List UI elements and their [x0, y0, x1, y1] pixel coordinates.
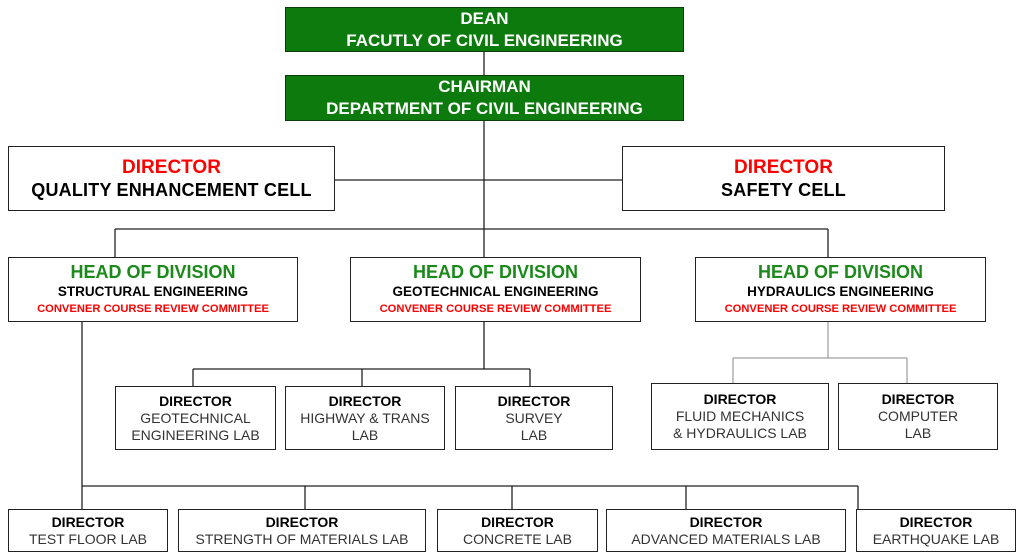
- fluid-mechanics-lab-box: DIRECTOR FLUID MECHANICS & HYDRAULICS LA…: [651, 383, 829, 450]
- qec-director-box: DIRECTOR QUALITY ENHANCEMENT CELL: [8, 146, 335, 211]
- lab-name-line2: & HYDRAULICS LAB: [673, 425, 807, 441]
- safety-director-box: DIRECTOR SAFETY CELL: [622, 146, 945, 211]
- lab-name: ADVANCED MATERIALS LAB: [631, 530, 821, 547]
- division-name: STRUCTURAL ENGINEERING: [57, 284, 249, 299]
- division-hydraulics-box: HEAD OF DIVISION HYDRAULICS ENGINEERING …: [695, 257, 986, 322]
- division-name: HYDRAULICS ENGINEERING: [747, 284, 934, 299]
- lab-director-title: DIRECTOR: [689, 513, 763, 530]
- lab-director-title: DIRECTOR: [481, 513, 554, 530]
- test-floor-lab-box: DIRECTOR TEST FLOOR LAB: [8, 509, 168, 552]
- dean-box: DEAN FACUTLY OF CIVIL ENGINEERING: [285, 7, 684, 52]
- division-head-title: HEAD OF DIVISION: [757, 262, 923, 282]
- chairman-title: CHAIRMAN: [438, 77, 531, 96]
- division-committee: CONVENER COURSE REVIEW COMMITTEE: [724, 303, 957, 315]
- lab-name-line1: GEOTECHNICAL: [140, 409, 251, 426]
- lab-director-title: DIRECTOR: [899, 513, 973, 530]
- division-committee: CONVENER COURSE REVIEW COMMITTEE: [37, 303, 269, 315]
- lab-name: EARTHQUAKE LAB: [872, 530, 1000, 547]
- highway-trans-lab-box: DIRECTOR HIGHWAY & TRANS LAB: [285, 386, 445, 450]
- safety-name: SAFETY CELL: [721, 179, 846, 200]
- lab-name-line2: LAB: [520, 426, 548, 443]
- chairman-subtitle: DEPARTMENT OF CIVIL ENGINEERING: [326, 99, 643, 118]
- dean-subtitle: FACUTLY OF CIVIL ENGINEERING: [346, 30, 623, 50]
- advanced-materials-lab-box: DIRECTOR ADVANCED MATERIALS LAB: [606, 509, 846, 552]
- lab-name-line2: ENGINEERING LAB: [131, 426, 260, 443]
- lab-name-line1: COMPUTER: [877, 408, 959, 424]
- lab-director-title: DIRECTOR: [703, 391, 777, 407]
- geotechnical-lab-box: DIRECTOR GEOTECHNICAL ENGINEERING LAB: [115, 386, 276, 450]
- concrete-lab-box: DIRECTOR CONCRETE LAB: [437, 509, 598, 552]
- division-head-title: HEAD OF DIVISION: [412, 262, 578, 282]
- earthquake-lab-box: DIRECTOR EARTHQUAKE LAB: [856, 509, 1016, 552]
- lab-director-title: DIRECTOR: [265, 513, 339, 530]
- division-name: GEOTECHNICAL ENGINEERING: [392, 284, 599, 299]
- lab-director-title: DIRECTOR: [159, 392, 232, 409]
- lab-director-title: DIRECTOR: [881, 391, 955, 407]
- qec-name: QUALITY ENHANCEMENT CELL: [31, 179, 312, 200]
- division-structural-box: HEAD OF DIVISION STRUCTURAL ENGINEERING …: [8, 257, 298, 322]
- lab-name-line1: HIGHWAY & TRANS: [300, 409, 430, 426]
- lab-name-line2: LAB: [351, 426, 379, 443]
- lab-name-line2: LAB: [904, 425, 932, 441]
- safety-director-title: DIRECTOR: [734, 156, 833, 178]
- division-geotechnical-box: HEAD OF DIVISION GEOTECHNICAL ENGINEERIN…: [350, 257, 641, 322]
- chairman-box: CHAIRMAN DEPARTMENT OF CIVIL ENGINEERING: [285, 75, 684, 121]
- lab-name: STRENGTH OF MATERIALS LAB: [195, 530, 409, 547]
- dean-title: DEAN: [460, 8, 509, 28]
- lab-director-title: DIRECTOR: [497, 392, 571, 409]
- lab-director-title: DIRECTOR: [328, 392, 402, 409]
- division-head-title: HEAD OF DIVISION: [70, 262, 236, 282]
- computer-lab-box: DIRECTOR COMPUTER LAB: [838, 383, 998, 450]
- lab-director-title: DIRECTOR: [51, 513, 125, 530]
- division-committee: CONVENER COURSE REVIEW COMMITTEE: [379, 303, 612, 315]
- lab-name: TEST FLOOR LAB: [29, 530, 147, 547]
- lab-name-line1: FLUID MECHANICS: [675, 408, 805, 424]
- survey-lab-box: DIRECTOR SURVEY LAB: [455, 386, 613, 450]
- lab-name: CONCRETE LAB: [463, 530, 572, 547]
- lab-name-line1: SURVEY: [505, 409, 563, 426]
- qec-director-title: DIRECTOR: [122, 156, 221, 178]
- strength-of-materials-lab-box: DIRECTOR STRENGTH OF MATERIALS LAB: [178, 509, 426, 552]
